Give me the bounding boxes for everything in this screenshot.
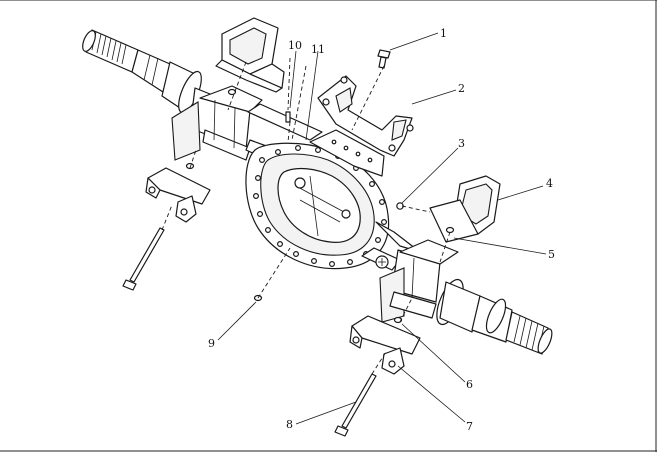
lower-left-ubolt-plate xyxy=(145,167,211,223)
leader-lines xyxy=(217,32,547,425)
left-spring-seat-block xyxy=(171,85,263,161)
callout-2: 2 xyxy=(458,82,465,95)
callout-8: 8 xyxy=(286,418,293,431)
callout-10: 10 xyxy=(288,39,302,52)
top-bolt xyxy=(377,49,391,69)
axle-beam-housing xyxy=(245,103,421,271)
callout-4: 4 xyxy=(546,177,553,190)
callout-1: 1 xyxy=(440,27,447,40)
callout-3: 3 xyxy=(458,137,465,150)
right-spring-bracket xyxy=(429,175,501,243)
v-bracket xyxy=(317,75,414,157)
callout-6: 6 xyxy=(466,378,473,391)
right-spring-seat-block xyxy=(379,239,459,323)
upper-left-spring-bracket xyxy=(215,17,285,93)
left-axle-shaft xyxy=(82,29,202,114)
callout-5: 5 xyxy=(548,248,555,261)
assembly-center-lines xyxy=(161,57,451,375)
callout-11: 11 xyxy=(311,43,325,56)
callout-9: 9 xyxy=(208,337,215,350)
lower-right-ubolt-plate xyxy=(349,315,421,375)
callout-7: 7 xyxy=(466,420,473,433)
left-long-bolt xyxy=(122,227,165,291)
right-long-bolt xyxy=(334,373,377,437)
right-axle-shaft xyxy=(436,278,553,355)
